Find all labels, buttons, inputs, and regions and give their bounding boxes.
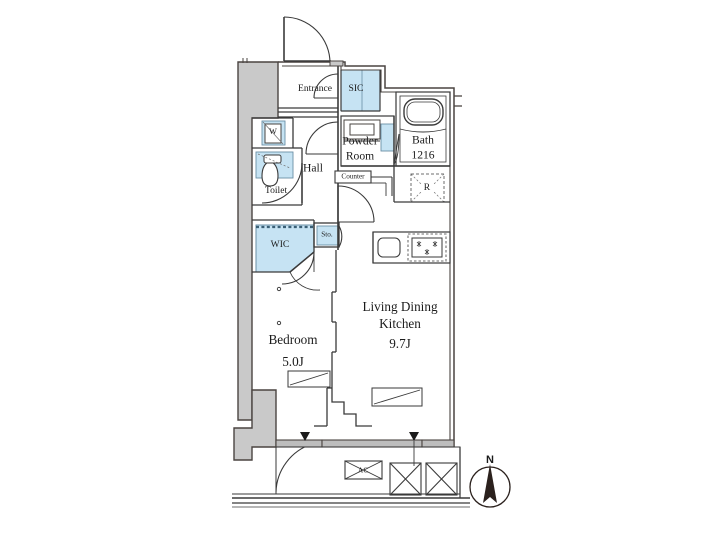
wic-diagonal-door [289,251,315,273]
label-ac-unit: AC [358,467,368,475]
label-sic: SIC [349,83,364,94]
doors [261,16,375,493]
stove-icon [411,237,443,258]
bath-door-swing [393,133,400,165]
ldk-sill-right [421,439,455,448]
bedroom-window-diag [289,372,329,386]
outer-wall-outline [278,61,455,447]
label-ldk-line2: Kitchen [379,316,421,331]
label-powder-room-line2: Room [346,150,374,163]
label-hall: Hall [303,162,323,175]
balcony-area [232,432,470,508]
compass-needle [483,464,497,503]
storage-door-arc [338,225,343,248]
interior-partitions [252,66,451,427]
powder-cabinet-fill [380,123,395,152]
entrance-door-arc [283,16,331,64]
label-wic: WIC [271,239,290,250]
washer-diag [262,121,284,145]
label-entrance: Entrance [298,83,332,94]
label-counter: Counter [341,173,365,181]
compass-icon [469,464,511,508]
balcony-railing-icon [389,462,458,496]
storage-outline [313,222,340,248]
label-bath: Bath [412,134,434,147]
toilet-tank [263,154,282,164]
label-bedroom-size: 5.0J [282,354,304,369]
plan-geometry [232,16,511,508]
ldk-sill [321,439,423,448]
sic-room-fill [340,69,381,112]
label-toilet: Toilet [265,185,288,196]
entrance-door-frame [329,60,344,67]
label-compass-north: N [486,454,494,466]
vanity-sink [349,123,375,136]
label-bedroom: Bedroom [268,332,318,347]
wic-door-arc-2 [289,271,321,291]
ldk-door-arc [337,185,375,223]
label-storage: Sto. [321,231,333,239]
lower-left-structural-wall [233,389,277,461]
toilet-icon [261,161,279,187]
bedroom-sill [275,439,323,448]
wic-door-arc-1 [281,251,315,285]
bedroom-opening-marker [300,432,310,441]
label-powder-room-line1: Powder [342,135,378,148]
burner-marks [416,241,438,255]
label-washer: W [269,127,277,136]
sink-icon [377,237,401,258]
powder-door-arc [305,121,339,155]
label-ldk-size: 9.7J [389,336,411,351]
ldk-opening-marker [409,432,419,441]
bedroom-outlet-2 [276,320,282,326]
bedroom-outlet-1 [276,286,282,292]
bath-floor-curve [399,128,447,133]
ldk-window-diag [373,389,421,405]
label-refrigerator: R [424,182,431,193]
bathtub-inner [406,101,441,123]
outer-walls [278,61,462,447]
sic-door-arc [313,73,339,99]
stove-zone [407,233,447,262]
outer-wall-inner-line [282,65,451,443]
ldk-step-wall [331,388,372,427]
label-ldk-line1: Living Dining [362,299,438,314]
bath-door-leaf [393,133,400,165]
room-labels: Entrance SIC Powder Room Bath 1216 Hall … [265,83,494,474]
label-bath-size: 1216 [411,149,434,162]
toilet-diag [257,153,291,169]
bedroom-ldk-partition [331,250,337,388]
ac-unit-fan [344,460,383,480]
